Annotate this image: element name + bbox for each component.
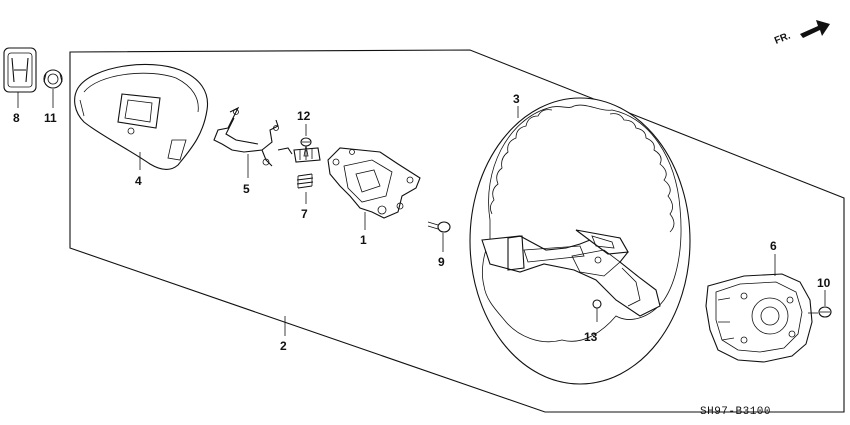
honda-emblem-icon bbox=[3, 47, 37, 93]
front-arrow-icon: FR. bbox=[773, 20, 830, 47]
callout-8: 8 bbox=[13, 111, 20, 125]
callout-1: 1 bbox=[360, 233, 367, 247]
callout-10: 10 bbox=[817, 276, 831, 290]
callout-9: 9 bbox=[438, 255, 445, 269]
callout-11: 11 bbox=[44, 111, 57, 125]
screw-9 bbox=[427, 221, 451, 233]
rear-cover bbox=[705, 273, 813, 363]
screw-12 bbox=[293, 137, 321, 163]
callout-4: 4 bbox=[135, 174, 142, 188]
diagram-code: SH97-B3100 bbox=[700, 406, 771, 418]
callout-6: 6 bbox=[770, 239, 777, 253]
callout-3: 3 bbox=[513, 92, 520, 106]
horn-bracket bbox=[213, 106, 293, 167]
bolt-10 bbox=[808, 306, 832, 318]
screw-13 bbox=[592, 299, 602, 322]
assembly-outline bbox=[69, 49, 845, 413]
switch-plate bbox=[327, 147, 421, 219]
spring-7 bbox=[296, 173, 314, 189]
callout-2: 2 bbox=[280, 339, 287, 353]
callout-13: 13 bbox=[584, 330, 598, 344]
callout-5: 5 bbox=[243, 182, 250, 196]
nut-11 bbox=[43, 69, 63, 89]
horn-pad-cover bbox=[74, 63, 209, 170]
callout-7: 7 bbox=[301, 207, 308, 221]
direction-label: FR. bbox=[773, 30, 792, 46]
callout-12: 12 bbox=[297, 109, 311, 123]
steering-wheel bbox=[469, 97, 691, 385]
